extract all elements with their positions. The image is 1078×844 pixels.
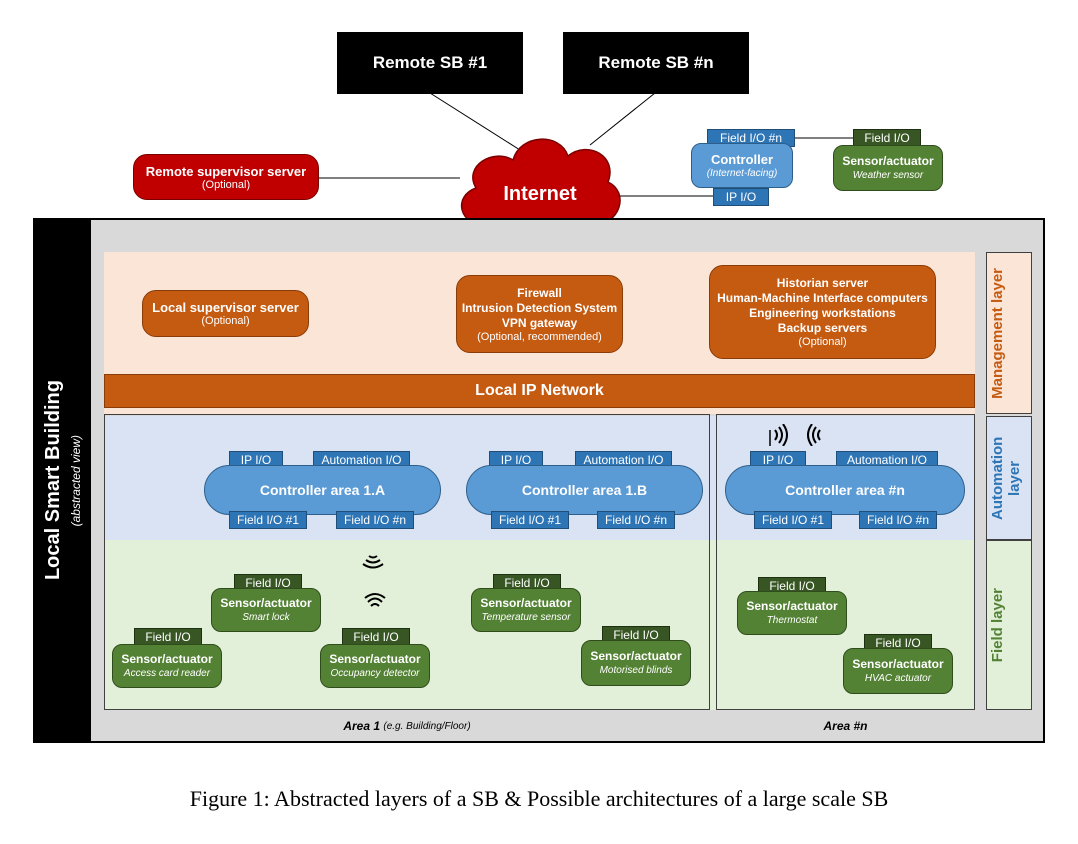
automation-layer-label-box: Automation layer	[986, 416, 1032, 540]
sensor-occupancy-note: Occupancy detector	[330, 668, 420, 679]
figure-caption: Figure 1: Abstracted layers of a SB & Po…	[189, 786, 889, 811]
sensor-lock-title: Sensor/actuator	[220, 596, 312, 610]
sensor-blinds-io: Field I/O	[602, 626, 670, 644]
sensor-temperature: Sensor/actuator Temperature sensor	[471, 588, 581, 632]
ctrl-n-field-io-1: Field I/O #1	[754, 511, 832, 529]
historian-note: (Optional)	[798, 336, 847, 348]
controller-area-n: Controller area #n	[725, 465, 965, 515]
area-n-label: Area #n	[823, 719, 868, 733]
controller-area-1a: Controller area 1.A	[204, 465, 441, 515]
internet-controller-note: (Internet-facing)	[706, 167, 778, 179]
controller-ip-io: IP I/O	[713, 188, 769, 206]
area-1-border	[104, 414, 710, 710]
local-supervisor-note: (Optional)	[201, 315, 250, 327]
area-1-title: Area 1	[343, 719, 381, 733]
internet-facing-controller: Controller (Internet-facing)	[691, 143, 793, 188]
historian-line-2: Human-Machine Interface computers	[717, 291, 928, 305]
local-ip-network: Local IP Network	[104, 374, 975, 408]
internet-label: Internet	[503, 182, 577, 205]
sensor-thermostat-note: Thermostat	[766, 615, 818, 626]
ctrl-1b-field-io-n: Field I/O #n	[597, 511, 675, 529]
controller-area-1b: Controller area 1.B	[466, 465, 703, 515]
automation-layer-label: Automation layer	[989, 436, 1023, 520]
sensor-blinds-note: Motorised blinds	[599, 665, 673, 676]
sensor-access-io: Field I/O	[134, 628, 202, 646]
local-supervisor-server: Local supervisor server (Optional)	[142, 290, 309, 337]
firewall-line-1: Firewall	[517, 285, 562, 300]
internet-controller-title: Controller	[710, 151, 774, 167]
remote-sb-1: Remote SB #1	[337, 32, 523, 94]
historian-line-1: Historian server	[776, 276, 869, 290]
sensor-access-note: Access card reader	[123, 668, 211, 679]
sensor-thermostat-io: Field I/O	[758, 577, 826, 595]
sensor-occupancy-title: Sensor/actuator	[329, 652, 421, 666]
field-layer-label-box: Field layer	[986, 540, 1032, 710]
sensor-motorised-blinds: Sensor/actuator Motorised blinds	[581, 640, 691, 686]
firewall-line-3: VPN gateway	[501, 315, 578, 330]
field-layer-label: Field layer	[989, 587, 1006, 663]
wifi-up-icon	[364, 593, 386, 607]
area-n-border	[716, 414, 975, 710]
remote-sb-n-label: Remote SB #n	[598, 53, 714, 72]
firewall-line-2: Intrusion Detection System	[461, 300, 618, 315]
ctrl-1a-field-io-1: Field I/O #1	[229, 511, 307, 529]
weather-note: Weather sensor	[852, 170, 924, 181]
building-title: Local Smart Building	[41, 380, 64, 581]
building-sidebar: Local Smart Building (abstracted view)	[33, 218, 91, 743]
historian-box: Historian server Human-Machine Interface…	[709, 265, 936, 359]
local-supervisor-title: Local supervisor server	[152, 300, 299, 315]
weather-title: Sensor/actuator	[842, 154, 934, 168]
sensor-thermostat-title: Sensor/actuator	[746, 599, 838, 613]
sensor-thermostat: Sensor/actuator Thermostat	[737, 591, 847, 635]
wifi-down-icon	[362, 555, 384, 569]
historian-line-4: Backup servers	[777, 321, 868, 335]
sensor-hvac-title: Sensor/actuator	[852, 657, 944, 671]
sensor-hvac-actuator: Sensor/actuator HVAC actuator	[843, 648, 953, 694]
ctrl-n-automation-io: Automation I/O	[836, 451, 938, 469]
sensor-blinds-title: Sensor/actuator	[590, 649, 682, 663]
wireless-signal-icon	[807, 424, 821, 446]
remote-sb-n: Remote SB #n	[563, 32, 749, 94]
sensor-hvac-note: HVAC actuator	[864, 673, 932, 684]
area-1-note: (e.g. Building/Floor)	[383, 720, 471, 732]
remote-sb-1-label: Remote SB #1	[372, 53, 488, 72]
management-layer-label: Management layer	[989, 267, 1006, 399]
weather-sensor: Sensor/actuator Weather sensor	[833, 145, 943, 191]
sensor-lock-note: Smart lock	[242, 612, 290, 623]
remote-supervisor-title: Remote supervisor server	[145, 163, 307, 179]
remote-supervisor-server: Remote supervisor server (Optional)	[133, 154, 319, 200]
sensor-lock-io: Field I/O	[234, 574, 302, 592]
ctrl-n-field-io-n: Field I/O #n	[859, 511, 937, 529]
sensor-smart-lock: Sensor/actuator Smart lock	[211, 588, 321, 632]
ctrl-1b-field-io-1: Field I/O #1	[491, 511, 569, 529]
sensor-occupancy-detector: Sensor/actuator Occupancy detector	[320, 644, 430, 688]
building-subtitle: (abstracted view)	[68, 434, 83, 527]
ctrl-1a-field-io-n: Field I/O #n	[336, 511, 414, 529]
area-1-label: Area 1 (e.g. Building/Floor)	[104, 716, 710, 736]
remote-supervisor-note: (Optional)	[201, 178, 251, 191]
sensor-access-title: Sensor/actuator	[121, 652, 213, 666]
sensor-temperature-note: Temperature sensor	[481, 612, 571, 623]
sensor-access-card-reader: Sensor/actuator Access card reader	[112, 644, 222, 688]
ctrl-1b-automation-io: Automation I/O	[575, 451, 672, 469]
historian-line-3: Engineering workstations	[749, 306, 896, 320]
sensor-occupancy-io: Field I/O	[342, 628, 410, 646]
controller-field-io-n: Field I/O #n	[707, 129, 795, 147]
wireless-antenna-icon	[769, 424, 788, 446]
sensor-temperature-title: Sensor/actuator	[480, 596, 572, 610]
firewall-note: (Optional, recommended)	[477, 330, 602, 343]
firewall-box: Firewall Intrusion Detection System VPN …	[456, 275, 623, 353]
management-layer-label-box: Management layer	[986, 252, 1032, 414]
